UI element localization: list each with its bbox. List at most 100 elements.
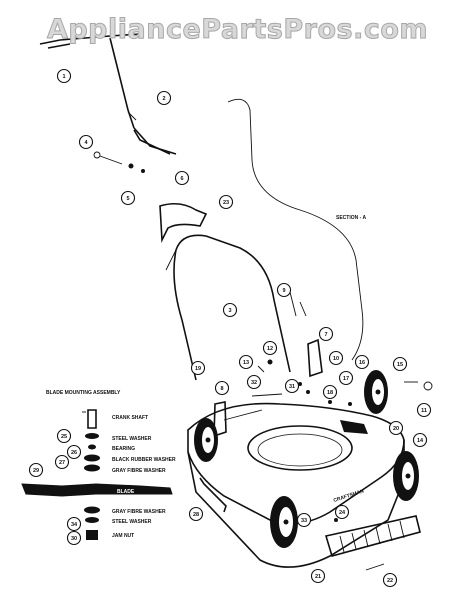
handle-hardware <box>251 291 433 406</box>
callout-circle <box>334 504 350 520</box>
callout-circle <box>66 530 82 546</box>
callout-circle <box>54 454 70 470</box>
callout-number: 29 <box>33 468 39 474</box>
callout-34: 34 <box>66 516 82 532</box>
callout-circle <box>296 512 312 528</box>
front-right-wheel <box>393 451 419 501</box>
watermark: AppliancePartsPros.com <box>46 14 429 46</box>
deck-brand: CRAFTSMAN <box>333 488 365 504</box>
callout-number: 9 <box>282 288 285 294</box>
discharge-shield <box>324 515 421 571</box>
callout-markers: 1234567891011121314151617181920212223242… <box>28 68 432 588</box>
callout-number: 5 <box>126 196 129 202</box>
label-steel-washer-top: STEEL WASHER <box>112 436 152 442</box>
callout-33: 33 <box>296 512 312 528</box>
callout-circle <box>354 354 370 370</box>
callout-number: 18 <box>327 390 333 396</box>
callout-4: 4 <box>78 134 94 150</box>
callout-circle <box>174 170 190 186</box>
callout-number: 7 <box>324 332 327 338</box>
control-cord <box>227 98 364 361</box>
label-gray-fibre-washer-bottom: GRAY FIBRE WASHER <box>112 509 166 515</box>
callout-3: 3 <box>222 302 238 318</box>
callout-7: 7 <box>318 326 334 342</box>
callout-circle <box>338 370 354 386</box>
callout-circle <box>416 402 432 418</box>
blade-mounting-inset: BLADE MOUNTING ASSEMBLY CRANK SHAFT STEE… <box>21 390 176 540</box>
callout-16: 16 <box>354 354 370 370</box>
callout-circle <box>310 568 326 584</box>
callout-17: 17 <box>338 370 354 386</box>
callout-32: 32 <box>246 374 262 390</box>
callout-6: 6 <box>174 170 190 186</box>
rear-wheel-upper <box>364 370 388 414</box>
deflector-rod <box>199 477 227 513</box>
callout-circle <box>392 356 408 372</box>
callout-2: 2 <box>156 90 172 106</box>
callout-22: 22 <box>382 572 398 588</box>
label-crank-shaft: CRANK SHAFT <box>112 415 148 421</box>
rear-left-wheel <box>270 496 298 548</box>
callout-20: 20 <box>388 420 404 436</box>
callout-circle <box>246 374 262 390</box>
callout-number: 10 <box>333 356 339 362</box>
callout-number: 14 <box>417 438 424 444</box>
callout-1: 1 <box>56 68 72 84</box>
callout-number: 17 <box>343 376 349 382</box>
label-gray-fibre-washer-top: GRAY FIBRE WASHER <box>112 468 166 474</box>
callout-26: 26 <box>66 444 82 460</box>
callout-28: 28 <box>188 506 204 522</box>
callout-circle <box>222 302 238 318</box>
callout-circle <box>276 282 292 298</box>
inset-title: BLADE MOUNTING ASSEMBLY <box>46 390 121 396</box>
callout-number: 28 <box>193 512 199 518</box>
callout-23: 23 <box>218 194 234 210</box>
callout-number: 1 <box>62 74 65 80</box>
callout-circle <box>262 340 278 356</box>
callout-number: 34 <box>71 522 78 528</box>
callout-circle <box>328 350 344 366</box>
upper-handle <box>39 33 177 155</box>
callout-circle <box>28 462 44 478</box>
callout-circle <box>78 134 94 150</box>
callout-12: 12 <box>262 340 278 356</box>
callout-number: 25 <box>61 434 67 440</box>
label-blade: BLADE <box>117 489 135 495</box>
callout-24: 24 <box>334 504 350 520</box>
callout-14: 14 <box>412 432 428 448</box>
callout-number: 20 <box>393 426 399 432</box>
callout-circle <box>382 572 398 588</box>
callout-circle <box>120 190 136 206</box>
callout-8: 8 <box>214 380 230 396</box>
callout-9: 9 <box>276 282 292 298</box>
label-steel-washer-bottom: STEEL WASHER <box>112 519 152 525</box>
callout-number: 22 <box>387 578 393 584</box>
callout-number: 24 <box>339 510 346 516</box>
label-black-rubber-washer: BLACK RUBBER WASHER <box>112 457 176 463</box>
callout-circle <box>284 378 300 394</box>
callout-circle <box>66 444 82 460</box>
callout-circle <box>322 384 338 400</box>
label-bearing: BEARING <box>112 446 135 452</box>
callout-circle <box>214 380 230 396</box>
callout-number: 6 <box>180 176 183 182</box>
callout-circle <box>188 506 204 522</box>
callout-number: 12 <box>267 346 273 352</box>
callout-21: 21 <box>310 568 326 584</box>
callout-5: 5 <box>120 190 136 206</box>
callout-number: 32 <box>251 380 257 386</box>
callout-30: 30 <box>66 530 82 546</box>
callout-circle <box>66 516 82 532</box>
callout-circle <box>56 428 72 444</box>
callout-number: 13 <box>243 360 249 366</box>
callout-circle <box>56 68 72 84</box>
callout-number: 33 <box>301 518 307 524</box>
callout-number: 8 <box>220 386 223 392</box>
callout-circle <box>238 354 254 370</box>
handle-bolt <box>93 151 145 173</box>
callout-number: 2 <box>162 96 165 102</box>
callout-number: 3 <box>228 308 231 314</box>
callout-27: 27 <box>54 454 70 470</box>
callout-13: 13 <box>238 354 254 370</box>
